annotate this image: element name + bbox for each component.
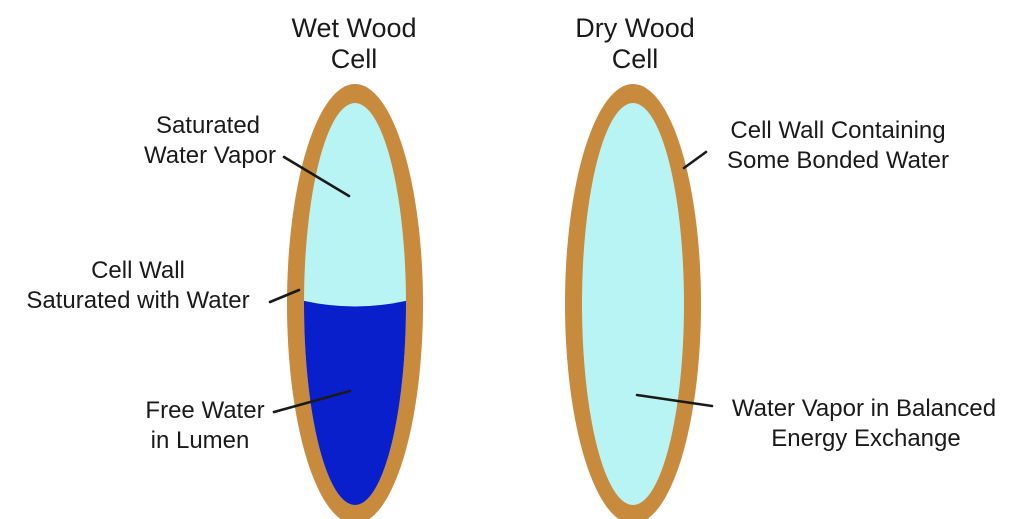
- wet-wood-cell: [287, 84, 423, 519]
- wet-cell-title-line2: Cell: [331, 44, 378, 74]
- wet-cell-title-line1: Wet Wood: [291, 13, 416, 43]
- dry-wood-cell: [565, 84, 701, 519]
- leader-bonded-wall: [684, 152, 706, 168]
- label-balanced-vapor-line2: Energy Exchange: [771, 425, 960, 452]
- free-water-region: [300, 300, 410, 519]
- label-wall-saturated-line2: Saturated with Water: [26, 287, 249, 314]
- dry-vapor-region: [582, 103, 684, 505]
- label-bonded-wall-line1: Cell Wall Containing: [730, 117, 945, 144]
- label-saturated-vapor-line2: Water Vapor: [144, 142, 276, 169]
- label-free-water-line2: in Lumen: [151, 427, 250, 454]
- label-bonded-wall-line2: Some Bonded Water: [727, 147, 949, 174]
- label-balanced-vapor-line1: Water Vapor in Balanced: [732, 395, 996, 422]
- dry-cell-title-line1: Dry Wood: [575, 13, 695, 43]
- label-wall-saturated-line1: Cell Wall: [91, 257, 185, 284]
- dry-cell-title-line2: Cell: [612, 44, 659, 74]
- label-free-water-line1: Free Water: [145, 397, 264, 424]
- label-saturated-vapor-line1: Saturated: [156, 112, 260, 139]
